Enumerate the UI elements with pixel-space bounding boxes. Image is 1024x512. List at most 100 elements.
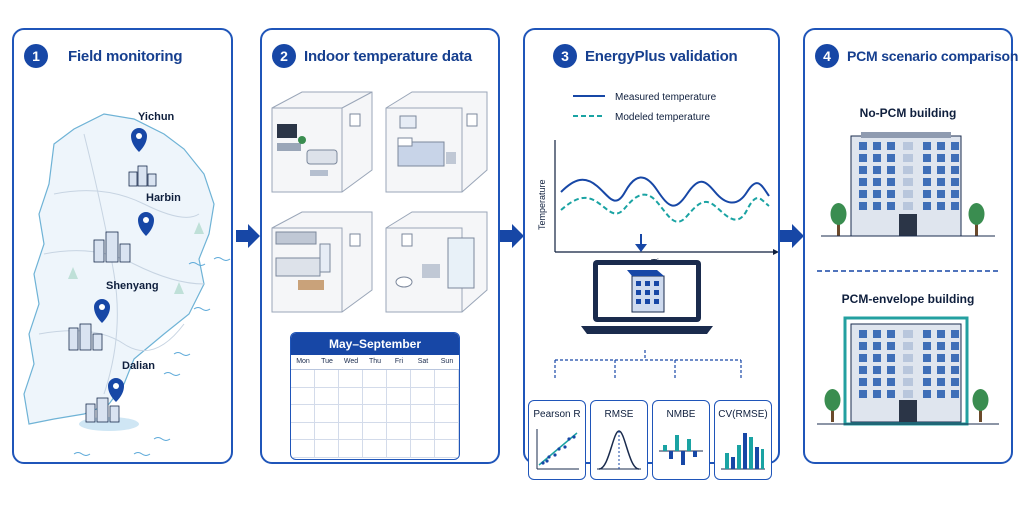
window	[951, 342, 959, 350]
kitchen-icon	[271, 211, 373, 313]
window	[903, 202, 913, 210]
room-illustrations	[271, 91, 488, 313]
calendar-cell	[363, 405, 387, 423]
calendar-cell	[291, 405, 315, 423]
weekday-label: Thu	[368, 358, 382, 365]
panel-1-header: 1 Field monitoring	[24, 42, 225, 70]
monitoring-calendar: May–September Mon Tue Wed Thu Fri Sat Su…	[290, 332, 460, 460]
calendar-cell	[435, 387, 459, 406]
panel-pcm-comparison: 4 PCM scenario comparison No-PCM buildin…	[803, 28, 1018, 464]
calendar-cell	[339, 387, 363, 406]
window	[903, 142, 913, 150]
window	[887, 378, 895, 386]
window	[951, 330, 959, 338]
calendar-cell	[315, 370, 339, 388]
calendar-cell	[339, 370, 363, 388]
calendar-cell	[315, 387, 339, 406]
legend-measured-label: Measured temperature	[615, 92, 717, 103]
calendar-cell	[387, 387, 411, 406]
window	[951, 190, 959, 198]
window	[873, 190, 881, 198]
window	[903, 378, 913, 386]
window	[937, 166, 945, 174]
metric-label: NMBE	[666, 409, 696, 420]
window	[951, 378, 959, 386]
window	[887, 178, 895, 186]
legend-modeled-label: Modeled temperature	[615, 112, 710, 123]
window	[937, 190, 945, 198]
window	[923, 378, 931, 386]
tree-icon	[824, 389, 841, 422]
yichun-marker	[128, 128, 157, 187]
calendar-cell	[339, 405, 363, 423]
window	[903, 330, 913, 338]
window	[951, 390, 959, 398]
window	[923, 154, 931, 162]
window	[937, 378, 945, 386]
laptop-icon	[581, 260, 713, 334]
window	[903, 166, 913, 174]
window	[951, 366, 959, 374]
window	[937, 178, 945, 186]
dalian-marker	[79, 378, 139, 431]
calendar-cell	[339, 440, 363, 458]
window	[923, 366, 931, 374]
scatter-plot-icon	[536, 429, 579, 470]
scenario-divider	[817, 270, 1001, 272]
window	[859, 178, 867, 186]
calendar-cell	[315, 440, 339, 458]
window	[951, 202, 959, 210]
metric-label: RMSE	[604, 409, 634, 420]
validation-chart: Measured temperature Modeled temperature…	[537, 92, 778, 269]
weekday-label: Fri	[394, 358, 404, 365]
window	[923, 202, 931, 210]
metric-connectors	[554, 350, 742, 378]
flow-arrow-icon	[780, 224, 804, 248]
measured-series-line	[560, 176, 770, 207]
down-arrow-icon	[635, 234, 647, 252]
panel-title: Indoor temperature data	[304, 47, 472, 65]
window	[951, 154, 959, 162]
step-number: 2	[272, 44, 296, 68]
bathroom-icon	[385, 211, 488, 313]
window	[951, 166, 959, 174]
calendar-cell	[363, 387, 387, 406]
metric-label: Pearson R	[533, 409, 581, 420]
bedroom-icon	[385, 91, 488, 193]
y-axis-label: Temperature	[537, 179, 547, 230]
tree-icon	[830, 203, 847, 236]
window	[873, 178, 881, 186]
variation-bars-icon	[721, 433, 765, 470]
city-label-harbin: Harbin	[146, 192, 181, 204]
calendar-cell	[387, 370, 411, 388]
window	[887, 342, 895, 350]
calendar-cell	[387, 422, 411, 441]
window	[903, 366, 913, 374]
window	[859, 342, 867, 350]
calendar-cell	[435, 405, 459, 423]
window	[873, 330, 881, 338]
window	[859, 190, 867, 198]
city-label-shenyang: Shenyang	[106, 280, 159, 292]
window	[859, 166, 867, 174]
modeled-series-line	[560, 193, 770, 223]
panel-2-header: 2 Indoor temperature data	[272, 42, 492, 70]
window	[873, 166, 881, 174]
window	[859, 330, 867, 338]
calendar-cell	[291, 422, 315, 441]
window	[937, 142, 945, 150]
window	[903, 190, 913, 198]
calendar-cell	[315, 405, 339, 423]
window	[923, 330, 931, 338]
calendar-cell	[411, 387, 435, 406]
window	[937, 202, 945, 210]
window	[873, 354, 881, 362]
window	[903, 354, 913, 362]
metric-label: CV(RMSE)	[718, 409, 768, 420]
window	[873, 202, 881, 210]
calendar-cell	[435, 370, 459, 388]
window	[887, 190, 895, 198]
window	[859, 354, 867, 362]
northeast-china-map	[23, 113, 231, 456]
calendar-cell	[363, 440, 387, 458]
